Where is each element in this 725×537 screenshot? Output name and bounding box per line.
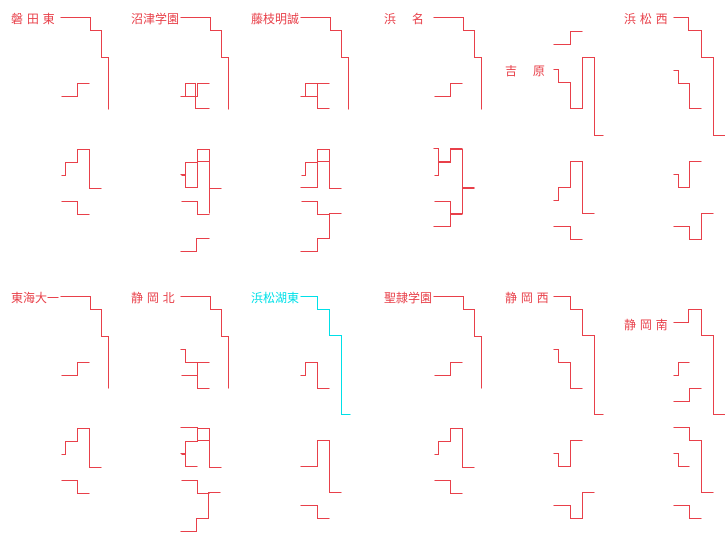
s2-col2-top-path [180,296,229,389]
s1-col3-alt [300,83,330,109]
s2-col2-alt3 [180,453,198,467]
s2-col6-lower2 [673,453,690,467]
team-label-hamamatsu-kohigashi: 浜松湖東 [251,291,300,305]
s2-col6-tail [673,505,702,519]
s2-col1-top-path [60,296,109,389]
s2-col2-lower-path [181,428,222,468]
s2-col3-tail [300,505,330,519]
team-label-hamamatsu-nishi: 浜 松 西 [624,12,668,26]
s1-col1-mid-path [61,83,90,97]
s2-col2-alt [180,349,210,389]
s1-col3-alt2 [300,161,330,188]
s1-col4-alt [433,148,463,162]
team-label-shizuoka-nishi: 静 岡 西 [505,291,549,305]
s1-col2-alt [180,83,210,109]
s2-col6-mid [673,362,690,376]
s2-col4-mid-path [434,362,463,376]
s1-col2-lower-tail [181,201,210,215]
team-label-hamana: 浜 名 [384,12,424,26]
team-label-numazu-gakuen: 沼津学園 [131,12,180,26]
s1-col2-mid-path [181,83,210,97]
s1-col6-lower [673,161,702,188]
team-label-iwata-higashi: 磐 田 東 [11,12,55,26]
s1-col4-lower-tail [434,201,463,215]
s1-col3-lower-path [301,149,342,189]
s1-col4-tail [433,187,475,227]
s2-col2-mid-path [181,362,210,376]
team-label-fujieda-meisei: 藤枝明誠 [251,12,300,26]
s2-col2-lower-tail [181,480,210,494]
s2-col4-lower-tail [434,480,463,494]
s1-col6-tail [673,213,714,240]
team-label-seirei-gakuen: 聖隷学園 [384,291,433,305]
s2-col5-tail [553,492,595,519]
s2-col2-tail [180,492,221,532]
s2-col5-lower [553,440,583,467]
team-label-shizuoka-kita: 静 岡 北 [131,291,175,305]
s1-col1-lower-path [61,149,102,189]
s1-col2-top-path [180,17,229,110]
s1-col1-lower-tail [61,201,90,215]
s1-col2-alt2 [180,161,210,214]
s1-col3-top-path [300,17,349,110]
s1-col1-top-path [60,17,109,110]
s2-col6-top [673,309,725,415]
s1-col6-mid [673,70,702,109]
s2-col1-lower-path [61,428,102,468]
s1-col2-tail [180,238,210,252]
s1-col3-tail [300,213,342,252]
s1-col6-top [673,17,725,136]
s2-col1-lower-tail [61,480,90,494]
s1-col5-lower [553,161,595,214]
s2-col3-mid [300,362,330,389]
team-label-shizuoka-minami: 静 岡 南 [624,318,668,332]
s2-col2-alt2 [180,427,210,441]
s2-col4-top-path [433,296,482,389]
s1-col5-tail [553,226,583,240]
s1-col2-lower-path [181,149,222,189]
s1-col5-top [553,31,583,45]
s2-col6-lower [673,427,714,493]
s1-col3-lower-tail [301,201,330,215]
s2-col1-mid-path [61,362,90,376]
team-label-yoshiwara: 吉 原 [505,64,545,78]
s2-col4-lower-path [434,428,475,468]
s1-col4-mid-path [434,83,463,97]
s1-col4-top-path [433,17,482,110]
team-label-tokai-daiichi: 東海大一 [11,291,60,305]
s2-col5-mid [553,349,583,389]
s1-col4-lower-path [434,149,475,189]
s2-col5-top [553,296,604,415]
s2-col6-mid2 [673,388,702,402]
s1-col5-main [553,57,604,136]
s2-col3-winner-path [300,296,351,415]
s2-col3-lower [300,440,342,493]
